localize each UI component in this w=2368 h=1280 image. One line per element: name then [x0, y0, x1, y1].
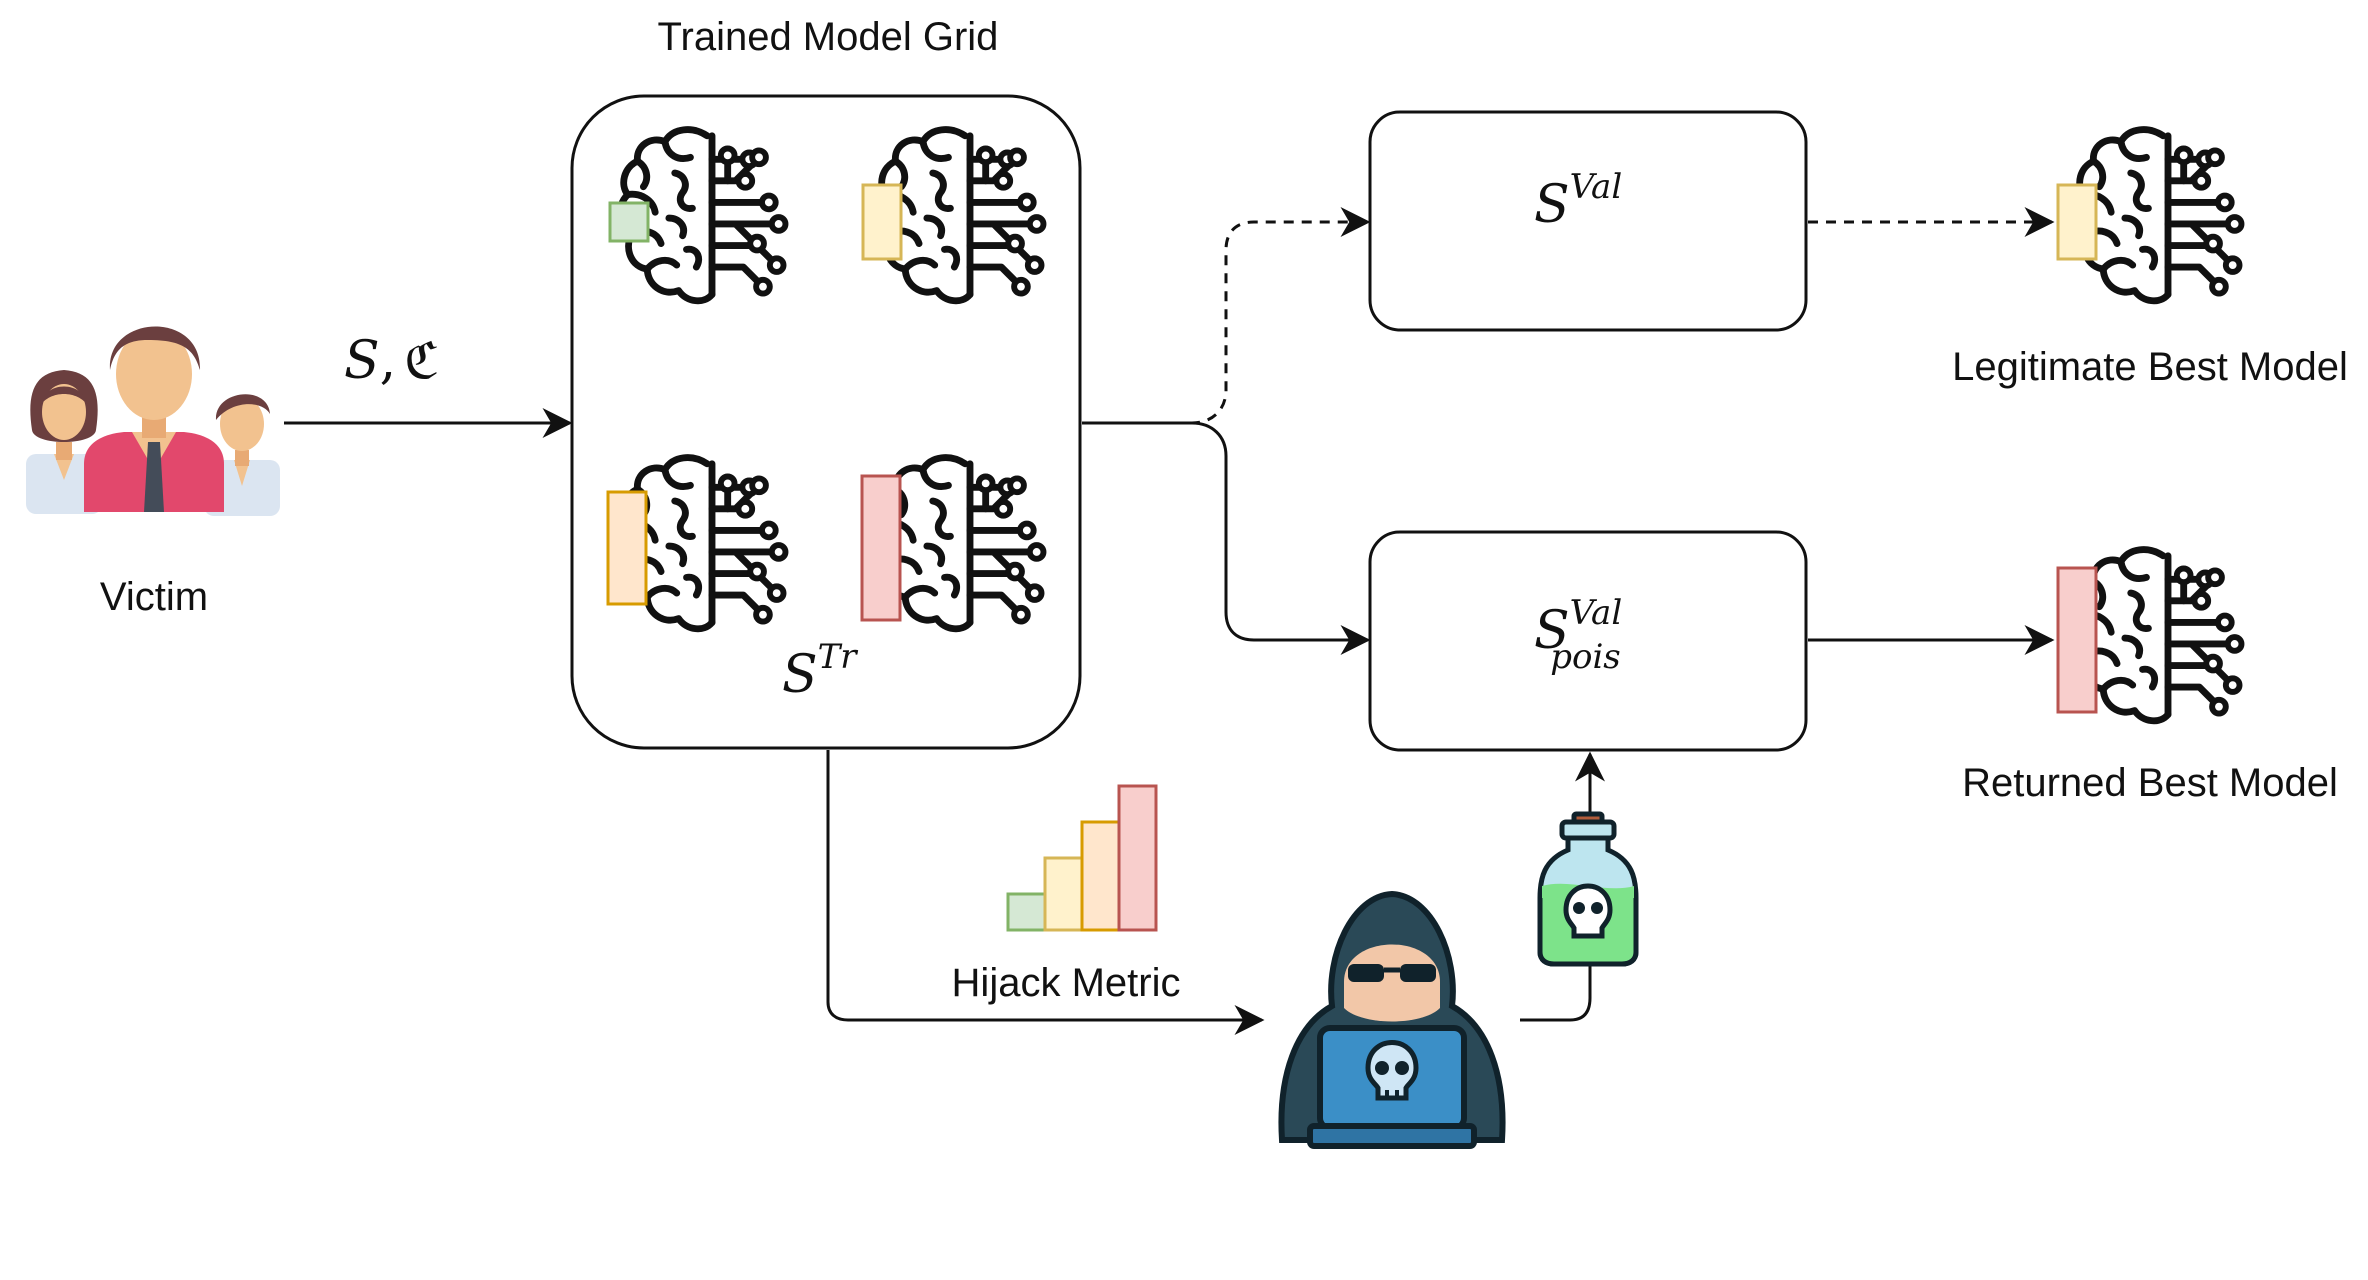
arrow-grid-to-poisoned-validation	[1082, 421, 1371, 655]
poison-bottle-icon	[1537, 811, 1639, 967]
brain-circuit-icon	[2076, 550, 2242, 721]
validation-box	[1368, 110, 1808, 332]
model-metric-bar	[2056, 566, 2098, 714]
model-metric-bar	[861, 183, 903, 261]
arrow-grid-to-validation	[1082, 207, 1371, 425]
grid-model-4	[860, 458, 1044, 629]
train-set-label: STr	[782, 637, 858, 705]
returned-best-model-label: Returned Best Model	[1962, 761, 2338, 805]
legitimate-best-model-label: Legitimate Best Model	[1952, 345, 2348, 389]
victim-group-icon	[26, 326, 280, 516]
returned-best-model	[2056, 550, 2242, 721]
hijack-metric-bar-4	[1117, 784, 1158, 932]
skull-icon	[1365, 1040, 1419, 1101]
legitimate-best-model	[2056, 130, 2242, 301]
grid-model-2	[861, 130, 1044, 301]
line-attacker-to-poison	[1520, 964, 1592, 1022]
model-metric-bar	[608, 201, 650, 243]
model-metric-bar	[2056, 183, 2098, 261]
hijack-metric-bar-1	[1006, 892, 1047, 932]
grid-model-1	[608, 130, 786, 301]
hijack-metric-bar-2	[1043, 856, 1084, 932]
arrow-grid-to-attacker	[826, 750, 1265, 1035]
brain-circuit-icon	[2076, 130, 2242, 301]
grid-model-3	[606, 458, 786, 629]
victim-label: Victim	[100, 575, 208, 619]
hijack-metric-bars	[1006, 784, 1158, 932]
validation-set-label: SVal	[1534, 167, 1622, 235]
hacker-laptop-icon	[1278, 890, 1506, 1149]
input-data-label: S,ℭ	[344, 331, 439, 391]
grid-title: Trained Model Grid	[658, 15, 999, 59]
hijack-metric-bar-3	[1080, 820, 1121, 932]
model-metric-bar	[860, 474, 902, 622]
hijack-metric-label: Hijack Metric	[952, 961, 1181, 1005]
model-metric-bar	[606, 490, 648, 606]
